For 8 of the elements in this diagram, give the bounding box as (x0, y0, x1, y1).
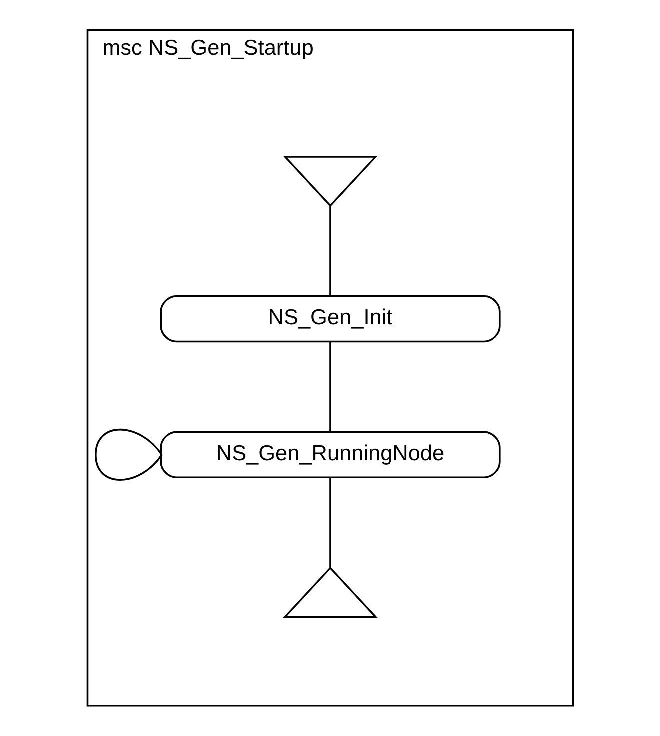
node-triangle (282, 156, 378, 208)
node-box: NS_Gen_RunningNode (160, 431, 500, 478)
node-triangle (282, 566, 378, 618)
node-box: NS_Gen_Init (160, 296, 500, 343)
connector (329, 206, 331, 296)
connector (94, 429, 162, 481)
connector (329, 342, 331, 432)
connector (329, 478, 331, 568)
